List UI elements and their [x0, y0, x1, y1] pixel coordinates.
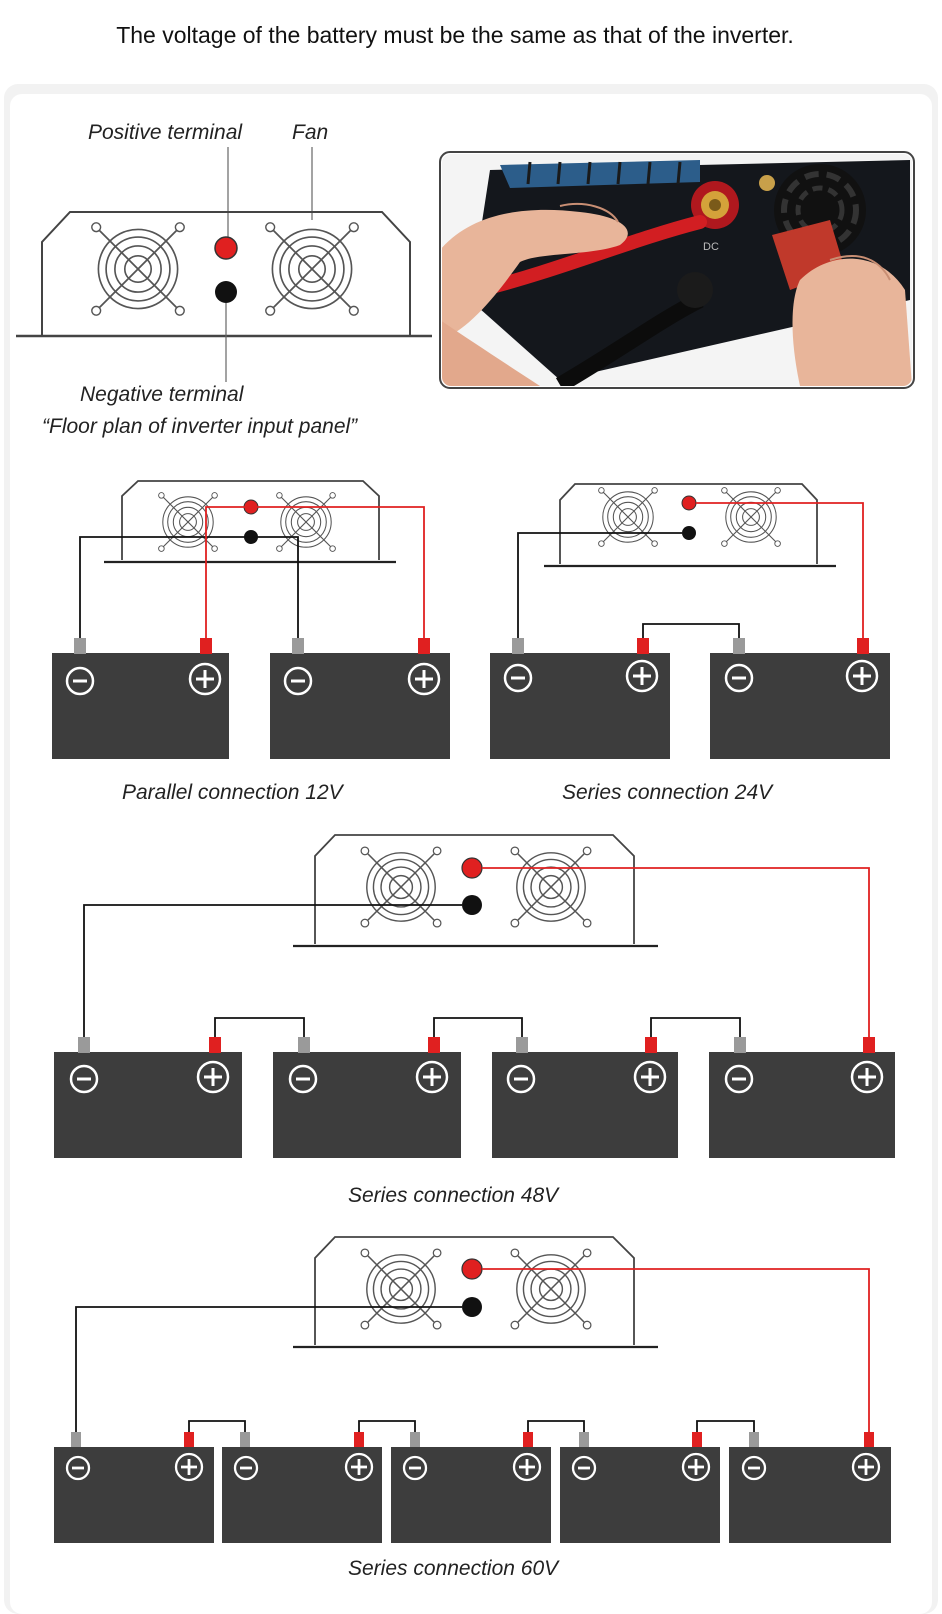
fan-icon — [360, 846, 442, 928]
fan-icon — [510, 1248, 592, 1330]
header: The voltage of the battery must be the s… — [0, 0, 942, 84]
series-48v-caption: Series connection 48V — [348, 1184, 560, 1207]
series-48v-diagram: Series connection 48V — [54, 834, 895, 1207]
negative-terminal-dot — [215, 281, 237, 303]
series-24v-caption: Series connection 24V — [562, 781, 774, 804]
positive-terminal-dot — [214, 236, 238, 260]
floor-plan-caption: “Floor plan of inverter input panel” — [42, 415, 358, 438]
fan-icon — [276, 492, 336, 552]
fan-icon — [721, 487, 781, 547]
fan-icon — [90, 221, 186, 317]
series-24v-diagram: Series connection 24V — [490, 483, 890, 804]
series-60v-caption: Series connection 60V — [348, 1557, 560, 1580]
floor-plan: Positive terminal Fan Negative terminal … — [16, 121, 432, 438]
fan-icon — [510, 846, 592, 928]
series-60v-diagram: Series connection 60V — [54, 1236, 891, 1580]
fan-icon — [158, 492, 218, 552]
parallel-12v-diagram: Parallel connection 12V — [52, 480, 450, 804]
fan-label: Fan — [292, 121, 328, 144]
fan-icon — [264, 221, 360, 317]
header-text: The voltage of the battery must be the s… — [116, 22, 794, 48]
fan-icon — [598, 487, 658, 547]
connection-photo: DC — [439, 151, 915, 389]
dc-marking: DC — [703, 241, 719, 253]
fan-icon — [360, 1248, 442, 1330]
positive-terminal-label: Positive terminal — [88, 121, 243, 144]
parallel-12v-caption: Parallel connection 12V — [122, 781, 345, 804]
negative-terminal-label: Negative terminal — [80, 383, 245, 406]
